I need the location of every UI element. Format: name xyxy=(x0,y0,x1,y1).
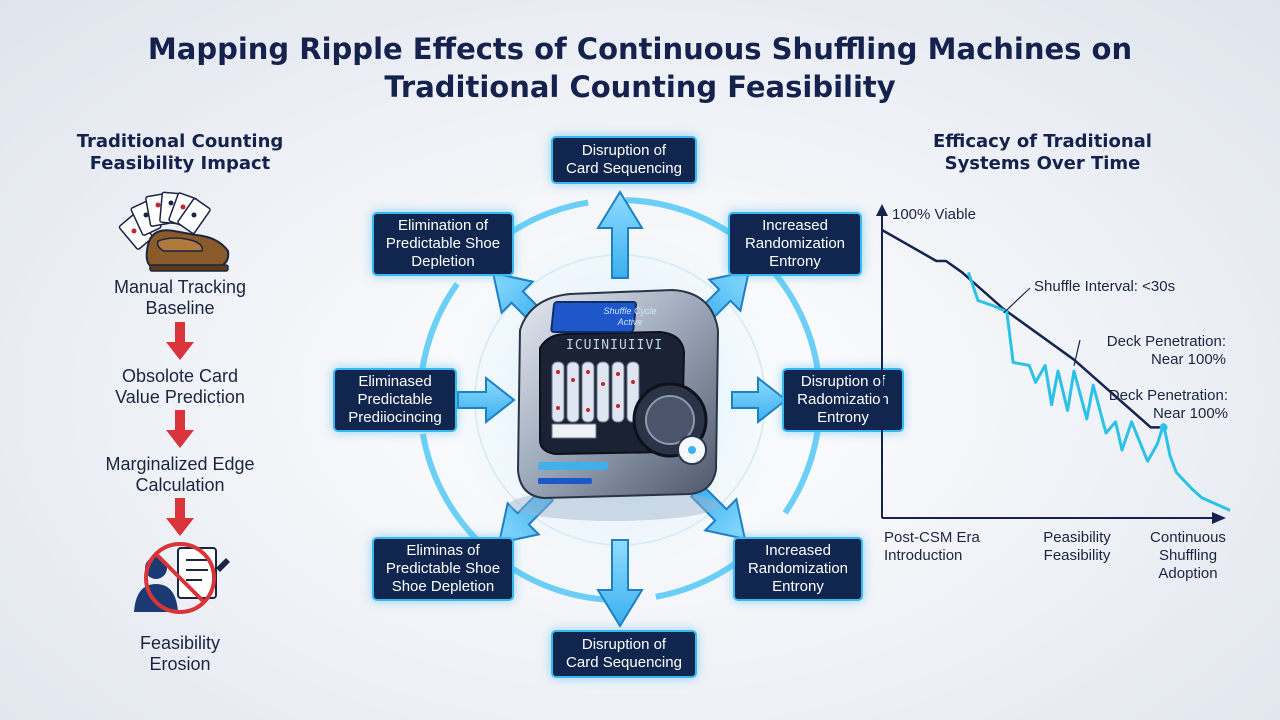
efficacy-line-chart xyxy=(876,204,1230,524)
down-arrow-icon xyxy=(166,322,194,360)
down-arrow-icon xyxy=(166,410,194,448)
step-edge-calculation: Marginalized Edge Calculation xyxy=(105,454,255,495)
cards-shoe-icon xyxy=(118,191,230,272)
title-line-2: Traditional Counting Feasibility xyxy=(384,70,896,104)
x-label-continuous-shuffling: Continuous Shuffling Adoption xyxy=(1150,529,1226,582)
annotation-leader-0 xyxy=(1003,287,1031,314)
node-top: Disruption of Card Sequencing xyxy=(551,136,697,184)
chart-title: Efficacy of Traditional Systems Over Tim… xyxy=(933,131,1152,174)
arrow-down xyxy=(596,539,644,628)
left-column-heading: Traditional Counting Feasibility Impact xyxy=(76,131,284,174)
node-right: Disruption of Radomization Entrony xyxy=(782,368,904,432)
prohibited-person-icon xyxy=(134,542,230,614)
y-top-label: 100% Viable xyxy=(892,206,976,223)
node-top-left: Elimination of Predictable Shoe Depletio… xyxy=(372,212,514,276)
arrow-right xyxy=(731,375,788,425)
x-label-feasibility: Peasibility Feasibility xyxy=(1043,529,1111,564)
arrow-up xyxy=(596,190,644,279)
annotation-leader-1 xyxy=(1073,339,1081,366)
machine-body-text: ICUINIUIIVI xyxy=(566,338,664,353)
x-label-post-csm: Post-CSM Era Introduction xyxy=(884,529,980,564)
node-bottom-right: Increased Randomization Entrony xyxy=(733,537,863,601)
machine-screen: Shuffle Cycle Active xyxy=(603,306,657,327)
title-line-1: Mapping Ripple Effects of Continuous Shu… xyxy=(147,32,1133,66)
step-feasibility-erosion: Feasibility Erosion xyxy=(139,633,221,674)
shuffling-machine xyxy=(509,288,720,521)
step-manual-tracking: Manual Tracking Baseline xyxy=(113,277,247,318)
y-axis-arrowhead xyxy=(876,204,888,216)
node-bottom: Disruption of Card Sequencing xyxy=(551,630,697,678)
series-line-1 xyxy=(966,271,1230,512)
annotation-deck-penetration-2: Deck Penetration: Near 100% xyxy=(1108,387,1228,422)
node-top-right: Increased Randomization Entrony xyxy=(728,212,862,276)
down-arrow-icon xyxy=(166,498,194,536)
page-title: Mapping Ripple Effects of Continuous Shu… xyxy=(0,30,1280,106)
annotation-shuffle-interval: Shuffle Interval: <30s xyxy=(1034,278,1176,295)
series-end-point xyxy=(1159,423,1168,432)
annotation-deck-penetration-1: Deck Penetration: Near 100% xyxy=(1106,333,1226,368)
arrow-bottom-right xyxy=(689,483,747,541)
node-left: Eliminased Predictable Prediiocincing xyxy=(333,368,457,432)
arrow-left-inward xyxy=(457,375,516,425)
x-axis-arrowhead xyxy=(1212,512,1226,524)
step-card-value-prediction: Obsolote Card Value Prediction xyxy=(115,366,245,407)
node-bottom-left: Eliminas of Predictable Shoe Shoe Deplet… xyxy=(372,537,514,601)
